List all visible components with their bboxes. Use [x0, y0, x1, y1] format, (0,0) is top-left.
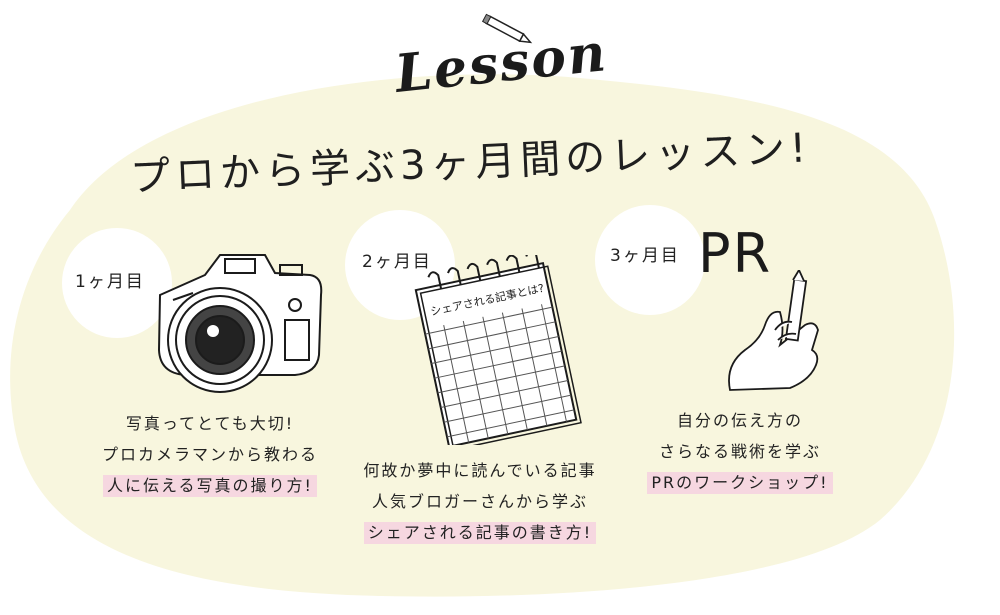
month-3-line-2: さらなる戦術を学ぶ: [658, 442, 821, 461]
month-2-label: 2ヶ月目: [362, 252, 432, 272]
month-1-line-1: 写真ってとても大切!: [125, 414, 295, 433]
month-3-line-1: 自分の伝え方の: [676, 411, 803, 430]
camera-icon: [157, 254, 323, 393]
month-1-label: 1ヶ月目: [75, 272, 145, 292]
hand-writing-icon: [728, 270, 819, 391]
month-2-highlight: シェアされる記事の書き方!: [363, 522, 597, 544]
month-3-highlight: PRのワークショップ!: [647, 472, 833, 494]
month-1-description: 写真ってとても大切! プロカメラマンから教わる 人に伝える写真の撮り方!: [60, 408, 360, 501]
month-1-highlight: 人に伝える写真の撮り方!: [103, 475, 317, 497]
pr-text: PR: [698, 222, 773, 285]
month-2-line-1: 何故か夢中に読んでいる記事: [363, 461, 597, 480]
month-2-line-2: 人気ブロガーさんから学ぶ: [371, 492, 588, 511]
month-3-label: 3ヶ月目: [610, 246, 680, 266]
notepad-icon: シェアされる記事とは?: [414, 255, 582, 445]
month-1-line-2: プロカメラマンから教わる: [101, 445, 318, 464]
month-3-badge: [595, 205, 705, 315]
month-2-description: 何故か夢中に読んでいる記事 人気ブロガーさんから学ぶ シェアされる記事の書き方!: [330, 455, 630, 548]
month-3-description: 自分の伝え方の さらなる戦術を学ぶ PRのワークショップ!: [610, 405, 870, 498]
pencil-icon: [481, 13, 533, 44]
lesson-heading: Lesson: [392, 13, 610, 105]
month-1-badge: [62, 228, 172, 338]
